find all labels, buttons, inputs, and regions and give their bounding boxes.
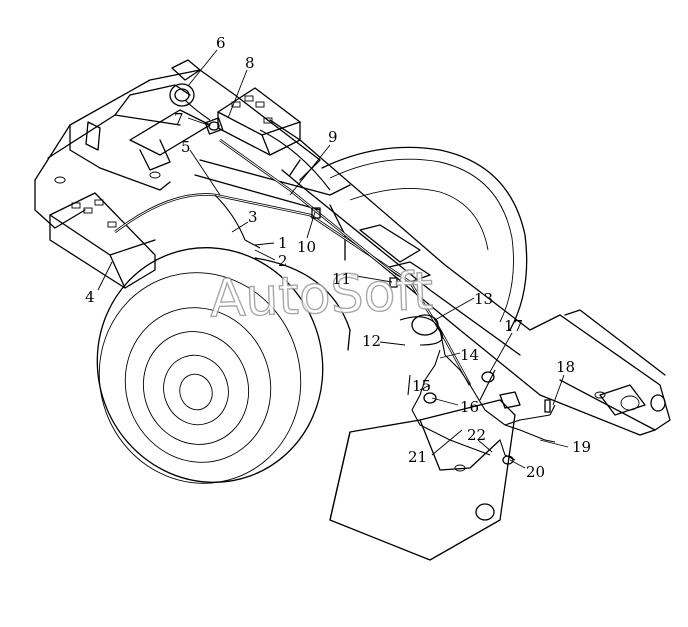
callout-16: 16 bbox=[460, 398, 479, 416]
callout-labels: 6 8 7 9 5 3 1 2 10 4 11 13 17 12 14 18 1… bbox=[85, 34, 591, 481]
callout-8: 8 bbox=[245, 54, 255, 72]
rear-frame bbox=[329, 309, 671, 561]
callout-6: 6 bbox=[216, 34, 226, 52]
callout-1: 1 bbox=[278, 234, 288, 252]
watermark-text: AutoSoft bbox=[209, 262, 434, 330]
callout-15: 15 bbox=[412, 377, 431, 395]
callout-4: 4 bbox=[85, 288, 95, 306]
wiring-harness bbox=[114, 99, 556, 465]
callout-19: 19 bbox=[572, 438, 591, 456]
callout-9: 9 bbox=[328, 128, 338, 146]
callout-7: 7 bbox=[174, 110, 184, 128]
front-wheel bbox=[96, 247, 351, 484]
battery-box-left bbox=[49, 192, 156, 289]
callout-10: 10 bbox=[297, 238, 316, 256]
lamp-component bbox=[169, 83, 195, 107]
callout-12: 12 bbox=[362, 332, 381, 350]
callout-13: 13 bbox=[474, 290, 493, 308]
callout-14: 14 bbox=[460, 346, 479, 364]
battery-box-top bbox=[217, 87, 301, 156]
callout-3: 3 bbox=[248, 208, 258, 226]
callout-22: 22 bbox=[467, 426, 486, 444]
callout-21: 21 bbox=[408, 448, 427, 466]
callout-17: 17 bbox=[504, 317, 523, 335]
callout-2: 2 bbox=[278, 252, 288, 270]
main-frame bbox=[269, 119, 561, 396]
rear-wheel bbox=[321, 146, 528, 331]
front-frame bbox=[34, 59, 351, 229]
callout-18: 18 bbox=[556, 358, 575, 376]
leader-lines bbox=[97, 49, 569, 469]
callout-20: 20 bbox=[526, 463, 545, 481]
callout-11: 11 bbox=[332, 270, 351, 288]
switch-component bbox=[204, 117, 224, 135]
callout-5: 5 bbox=[181, 138, 191, 156]
